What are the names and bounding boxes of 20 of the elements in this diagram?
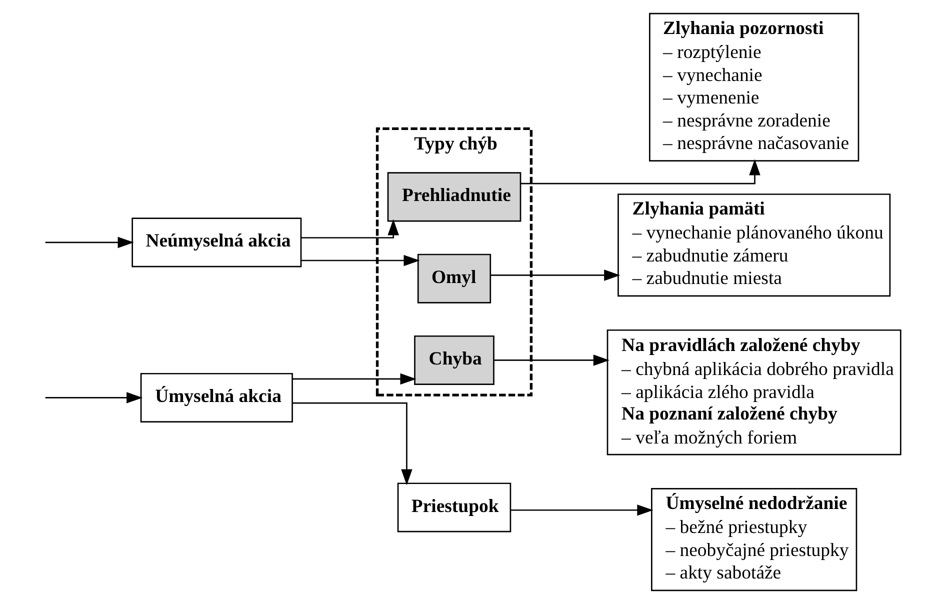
arrow: [520, 159, 760, 184]
node-box: Chyba: [414, 335, 494, 385]
arrow: [45, 236, 134, 248]
node-box: Prehliadnutie: [387, 172, 522, 222]
node-box: Na pravidlách založené chyby – chybná aplikácia dobrého pravidla – aplikácia zlého pravidla Na poznaní založené chyby – veľa možných foriem: [606, 329, 902, 456]
node-box: Priestupok: [397, 482, 512, 532]
node-box: Zlyhania pamäti – vynechanie plánovaného úkonu – zabudnutie zámeru – zabudnutie miesta: [618, 194, 891, 297]
node-box: Úmyselné nedodržanie – bežné priestupky – neobyčajné priestupky – akty sabotáže: [651, 488, 858, 592]
node-box: Neúmyselná akcia: [132, 218, 302, 268]
arrow: [292, 373, 416, 385]
node-box: Zlyhania pozornosti – rozptýlenie – vynechanie – vymenenie – nesprávne zoradenie – nesprávne načasovanie: [649, 12, 860, 162]
arrow: [490, 270, 620, 281]
arrow: [301, 254, 420, 266]
arrow: [494, 354, 610, 366]
arrow: [45, 392, 143, 404]
arrow: [292, 402, 412, 486]
arrow: [510, 504, 654, 516]
node-box: Omyl: [417, 254, 492, 304]
node-box: Úmyselná akcia: [140, 372, 293, 422]
arrow: [301, 219, 399, 238]
